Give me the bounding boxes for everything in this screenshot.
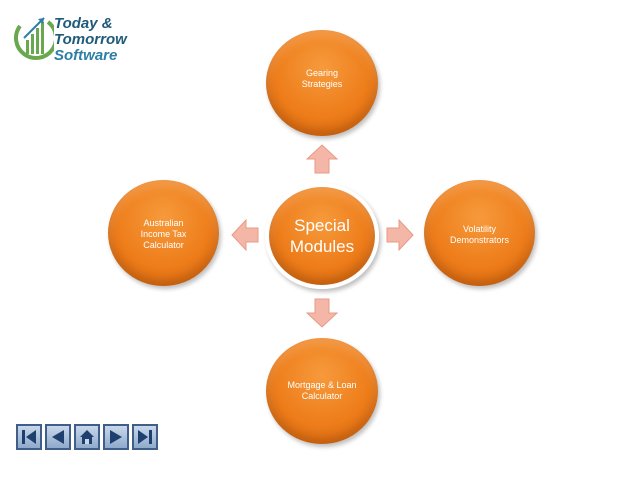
previous-icon (52, 430, 64, 444)
arrow-right-icon (386, 219, 414, 251)
node-label: Gearing Strategies (301, 68, 343, 89)
logo-text: Today & Tomorrow Software (54, 16, 127, 64)
logo-line-2: Tomorrow (54, 31, 127, 48)
first-icon (22, 430, 36, 444)
last-icon (138, 430, 152, 444)
next-slide-button[interactable] (103, 424, 129, 450)
home-button[interactable] (74, 424, 100, 450)
logo-icon (14, 17, 54, 60)
center-label: Special Modules (289, 216, 355, 256)
first-slide-button[interactable] (16, 424, 42, 450)
previous-slide-button[interactable] (45, 424, 71, 450)
logo-line-1: Today & (54, 15, 113, 32)
node-income-tax-calculator: Australian Income Tax Calculator (108, 180, 219, 286)
slide-navigation (16, 424, 158, 450)
last-slide-button[interactable] (132, 424, 158, 450)
next-icon (110, 430, 122, 444)
node-mortgage-loan-calculator: Mortgage & Loan Calculator (266, 338, 378, 444)
node-label: Volatility Demonstrators (449, 224, 510, 245)
arrow-up-icon (306, 144, 338, 174)
arrow-left-icon (231, 219, 259, 251)
company-logo: Today & Tomorrow Software (14, 12, 127, 70)
node-volatility-demonstrators: Volatility Demonstrators (424, 180, 535, 286)
node-label: Mortgage & Loan Calculator (287, 380, 357, 401)
node-gearing-strategies: Gearing Strategies (266, 30, 378, 136)
arrow-down-icon (306, 298, 338, 328)
node-label: Australian Income Tax Calculator (140, 218, 187, 250)
logo-line-3: Software (54, 47, 118, 64)
home-icon (80, 430, 94, 444)
node-special-modules: Special Modules (265, 183, 379, 289)
